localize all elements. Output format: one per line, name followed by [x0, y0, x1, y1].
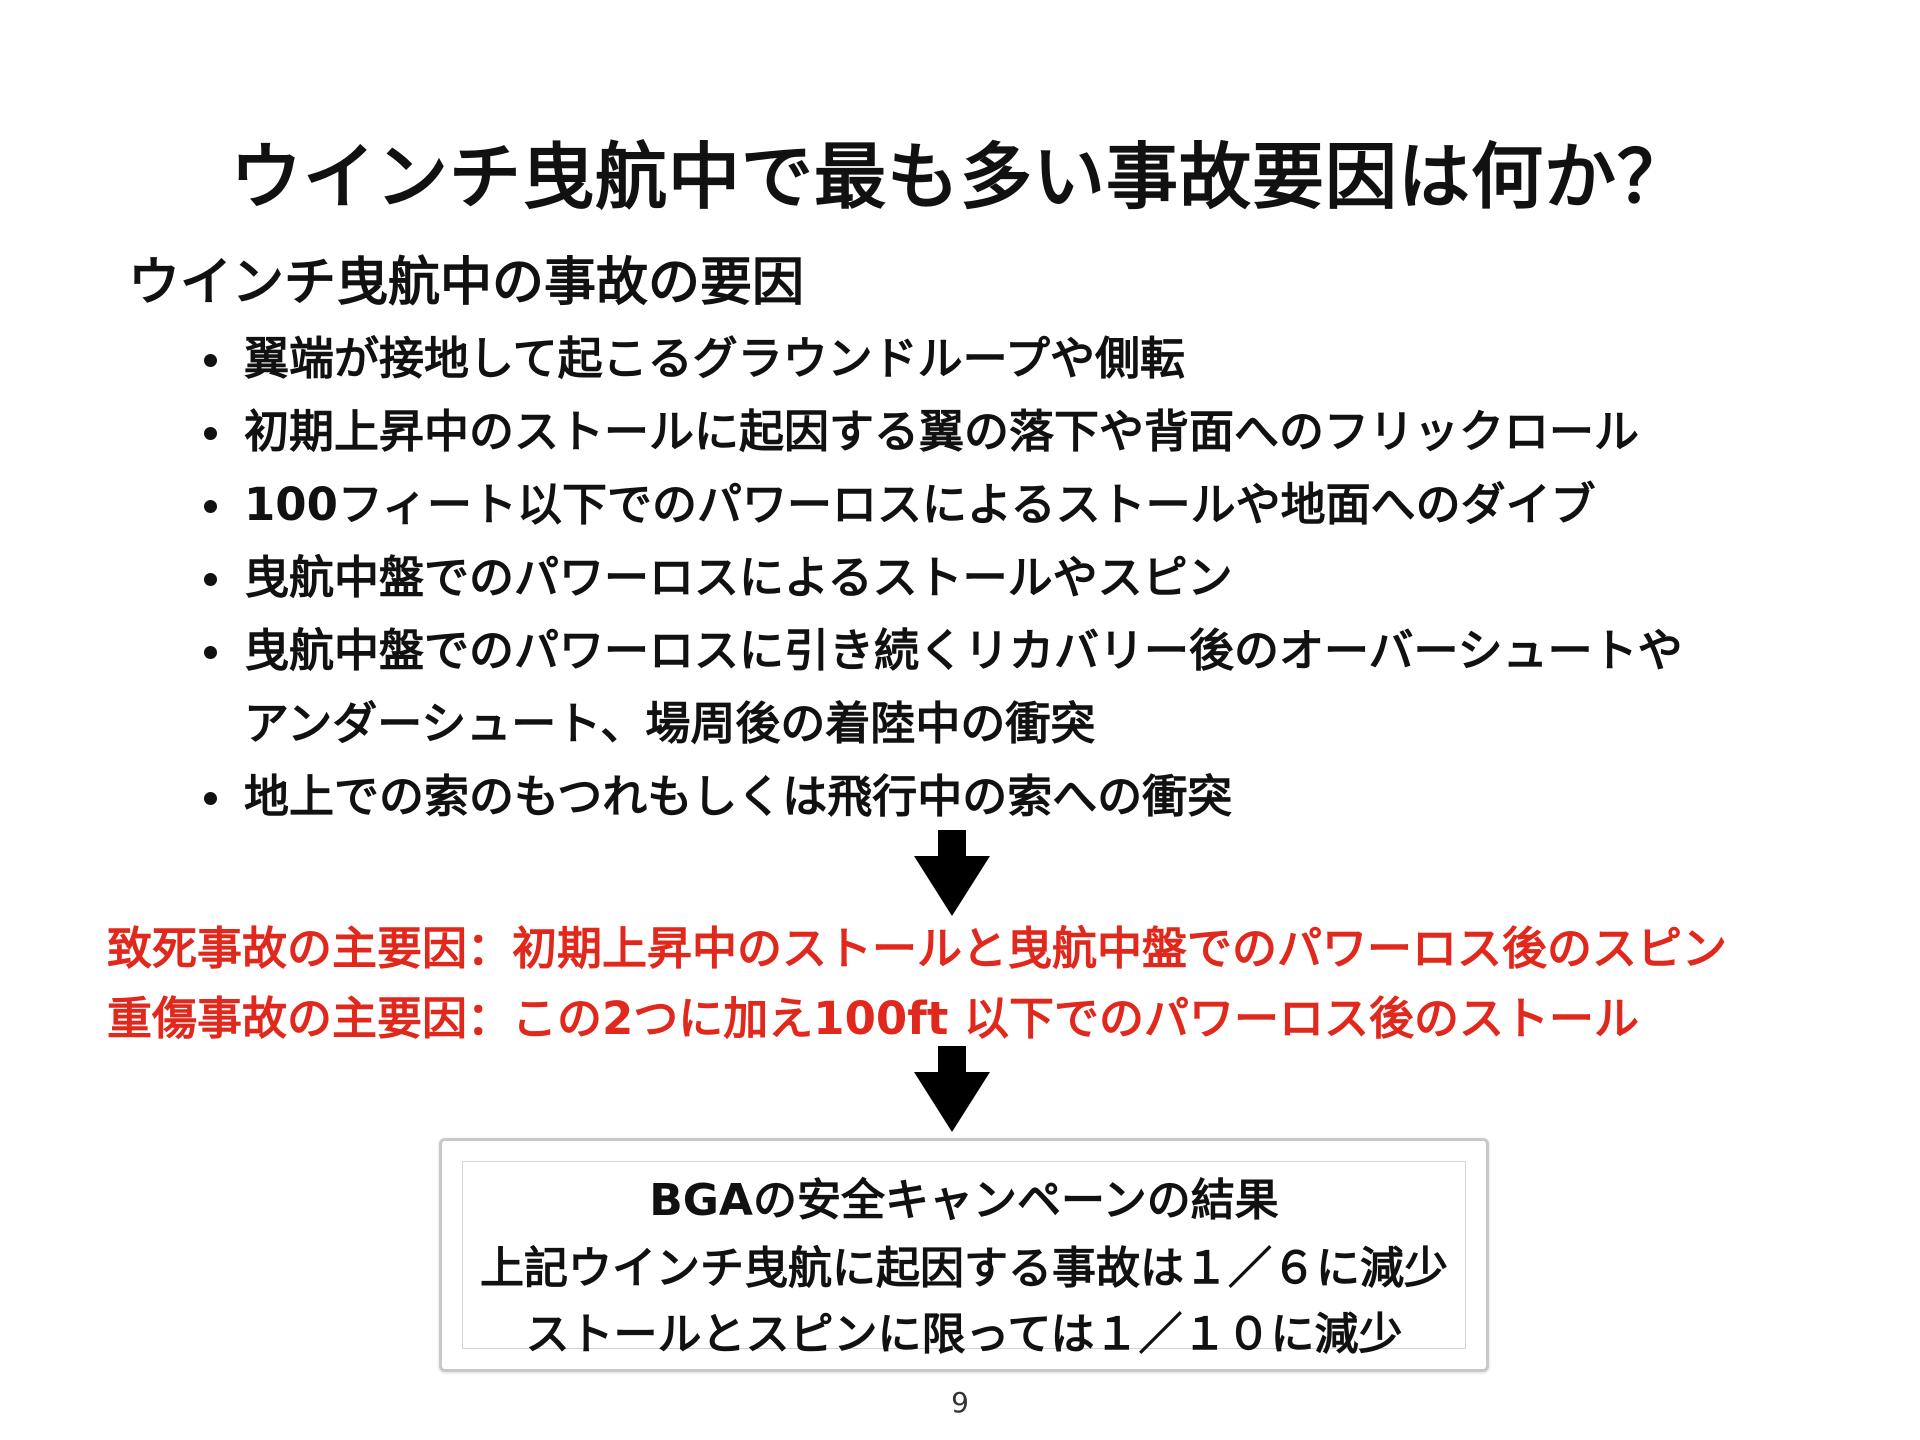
arrow-shaft	[938, 830, 966, 858]
bullet-dot	[204, 427, 217, 440]
slide-title: ウインチ曳航中で最も多い事故要因は何か？	[229, 135, 1690, 219]
bullet-dot	[204, 354, 217, 367]
list-item: 初期上昇中のストールに起因する翼の落下や背面へのフリックロール	[200, 395, 1840, 468]
fatal-accident-finding: 致死事故の主要因：初期上昇中のストールと曳航中盤でのパワーロス後のスピン	[107, 922, 1728, 975]
list-item: 曳航中盤でのパワーロスによるストールやスピン	[200, 541, 1840, 614]
result-heading: BGAの安全キャンペーンの結果	[649, 1175, 1279, 1226]
arrow-shaft	[938, 1046, 966, 1074]
result-box-inner: BGAの安全キャンペーンの結果 上記ウインチ曳航に起因する事故は１／６に減少 ス…	[462, 1161, 1466, 1360]
list-item-continuation: アンダーシュート、場周後の着陸中の衝突	[244, 697, 1096, 750]
result-line: 上記ウインチ曳航に起因する事故は１／６に減少	[480, 1243, 1448, 1294]
bullet-dot	[204, 500, 217, 513]
list-item-text: 曳航中盤でのパワーロスに引き続くリカバリー後のオーバーシュートや	[244, 624, 1683, 677]
list-item: 曳航中盤でのパワーロスに引き続くリカバリー後のオーバーシュートや アンダーシュー…	[200, 614, 1840, 760]
list-item-text: 翼端が接地して起こるグラウンドループや側転	[244, 332, 1185, 385]
list-item: 地上での索のもつれもしくは飛行中の索への衝突	[200, 760, 1840, 833]
result-box: BGAの安全キャンペーンの結果 上記ウインチ曳航に起因する事故は１／６に減少 ス…	[439, 1138, 1489, 1372]
bullet-dot	[204, 646, 217, 659]
section-heading: ウインチ曳航中の事故の要因	[128, 253, 805, 313]
arrow-head	[914, 856, 990, 916]
list-item-text: 曳航中盤でのパワーロスによるストールやスピン	[244, 551, 1233, 604]
list-item-text: 地上での索のもつれもしくは飛行中の索への衝突	[244, 770, 1233, 823]
list-item: 100フィート以下でのパワーロスによるストールや地面へのダイブ	[200, 468, 1840, 541]
list-item-text: 初期上昇中のストールに起因する翼の落下や背面へのフリックロール	[244, 405, 1640, 458]
down-arrow-icon	[914, 1046, 990, 1134]
serious-accident-finding: 重傷事故の主要因：この2つに加え100ft 以下でのパワーロス後のストール	[107, 992, 1640, 1045]
arrow-head	[914, 1072, 990, 1132]
result-line: ストールとスピンに限っては１／１０に減少	[525, 1309, 1403, 1360]
list-item-text: 100フィート以下でのパワーロスによるストールや地面へのダイブ	[244, 478, 1596, 531]
page-number: 9	[951, 1386, 969, 1419]
bullet-dot	[204, 792, 217, 805]
down-arrow-icon	[914, 830, 990, 918]
cause-list: 翼端が接地して起こるグラウンドループや側転 初期上昇中のストールに起因する翼の落…	[200, 322, 1840, 833]
bullet-dot	[204, 573, 217, 586]
list-item: 翼端が接地して起こるグラウンドループや側転	[200, 322, 1840, 395]
